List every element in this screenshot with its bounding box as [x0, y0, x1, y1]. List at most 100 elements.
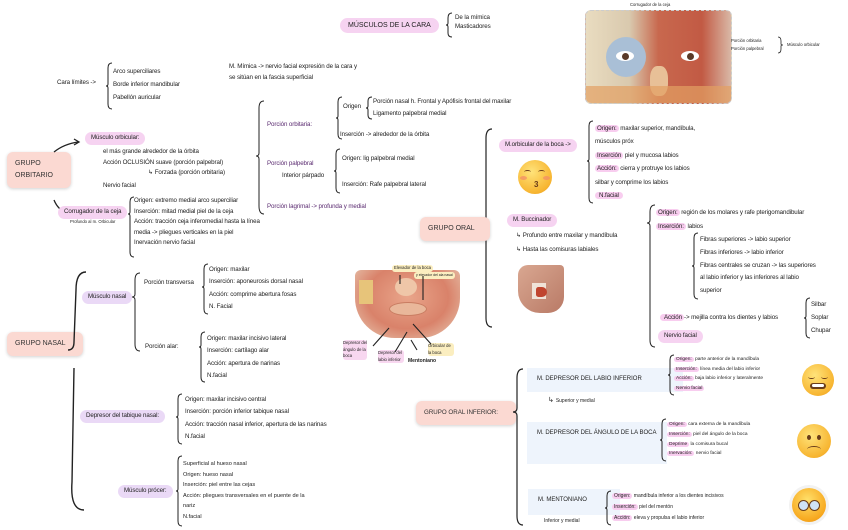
face-muscles-image	[585, 10, 732, 104]
mentoniano-item: Origen: mandíbula inferior a los dientes…	[612, 493, 724, 499]
return-arrow-icon: ↳	[516, 245, 523, 253]
mouth-label-elevador-ala: y elevador del ala nasal	[414, 272, 455, 279]
fat-pad	[359, 280, 373, 304]
mouth-label-elevador: Elevador de la boca	[392, 265, 434, 272]
palpebral-origen: Origen: lig palpebral medial	[342, 155, 415, 162]
orbicular-line: Acción OCLUSIÓN suave (porción palpebral…	[103, 158, 224, 166]
buccinador-image	[518, 265, 564, 313]
fibras-item: Fibras superiores -> labio superior	[700, 236, 791, 243]
corrugador-item: media -> pliegues verticales en la piel	[134, 228, 234, 236]
title-item-mimica: De la mímica	[455, 14, 490, 21]
mouth-label-depresor-labio: Depresor del labio inferior	[378, 350, 404, 363]
depresor-labio-item: Acción: baja labio inferior y lateralmen…	[674, 376, 764, 381]
orbicular-boca-brace	[586, 120, 594, 204]
fibras-list: Fibras superiores -> labio superior Fibr…	[700, 234, 816, 298]
accion-brace	[803, 297, 811, 339]
mouth-label-depresor-angulo: Depresor del ángulo de la boca	[343, 340, 367, 360]
orbitaria-origen-label: Origen	[343, 103, 361, 110]
cara-limite-item: Arco superciliares	[113, 68, 161, 75]
procer-label: Músculo prócer:	[118, 485, 173, 498]
face-label-orbicular: Músculo orbicular	[787, 42, 820, 47]
corrugador-list: Origen: extremo medial arco superciliar …	[134, 196, 260, 249]
corrugador-label: Corrugador de la ceja	[58, 206, 128, 219]
orbitaria-origen-item: Porción nasal h. Frontal y Apófisis fron…	[373, 98, 512, 105]
orbicular-boca-item: músculos próx	[595, 138, 634, 146]
transversa-list: Origen: maxilar Inserción: aponeurosis d…	[209, 264, 303, 313]
palpebral-insercion: Inserción: Rafe palpebral lateral	[342, 181, 427, 188]
emoji-eye	[817, 435, 821, 440]
orbicular-boca-item: silbar y comprime los labios	[595, 178, 669, 186]
mimica-note: M. Mímica -> nervio facial expresión de …	[229, 61, 357, 83]
palpebral-brace	[333, 148, 341, 194]
transversa-item: Inserción: aponeurosis dorsal nasal	[209, 278, 303, 286]
buccinador-note: ↳ Hasta las comisuras labiales	[516, 245, 599, 253]
depresor-tabique-item: Inserción: porción inferior tabique nasa…	[185, 408, 289, 416]
buccinador-insercion: Inserción: labios	[656, 223, 704, 230]
transversa-item: N. Facial	[209, 302, 233, 310]
cheeks	[586, 86, 731, 103]
fibras-item: Fibras inferiores -> labio inferior	[700, 248, 784, 256]
porcion-palpebral-label: Porción palpebral	[267, 160, 314, 167]
depresor-labio-brace	[667, 354, 675, 396]
grupo-oral: GRUPO ORAL	[420, 217, 490, 241]
emoji-mouth	[810, 383, 826, 389]
accion-item: Silbar	[811, 301, 827, 308]
transversa-item: Acción: comprime abertura fosas	[209, 290, 297, 298]
depresor-labio-list: Origen: parte anterior de la mandíbula I…	[674, 355, 763, 393]
fibras-item: al labio inferior y las inferiores al la…	[700, 274, 799, 282]
orbicular-line-forzada: ↳ Forzada (porción orbitaria)	[148, 169, 225, 176]
face-label-corrugador: Corrugador de la ceja	[630, 2, 671, 7]
mentoniano-list: Origen: mandíbula inferior a los dientes…	[612, 491, 724, 523]
alar-label: Porción alar:	[145, 343, 179, 350]
alar-item: N.facial	[207, 371, 227, 379]
eye-right	[681, 51, 699, 61]
depresor-angulo-box: M. DEPRESOR DEL ÁNGULO DE LA BOCA	[527, 422, 667, 464]
depresor-tabique-list: Origen: maxilar incisivo central Inserci…	[185, 394, 327, 443]
procer-item: nariz	[183, 503, 196, 509]
mouth-label-mentoniano: Mentoniano	[408, 358, 437, 364]
orbitaria-origen-brace	[365, 96, 373, 120]
orbicular-boca-item: Inserción piel y mucosa labios	[595, 151, 679, 159]
porcion-orbitaria-label: Porción orbitaria:	[267, 121, 312, 128]
grupo-oral-inferior: GRUPO ORAL INFERIOR:	[416, 401, 516, 425]
depresor-labio-note: ↳ Superior y medial	[548, 397, 595, 404]
transversa-item: Origen: maxilar	[209, 266, 250, 273]
depresor-labio-item: Inserción: línea media del labio inferio…	[674, 366, 761, 372]
alar-item: Inserción: cartílago alar	[207, 347, 269, 355]
orbicular-boca-item: Acción: cierra y protruye los labios	[595, 165, 690, 173]
mentoniano-item: Inserción: piel del mentón	[612, 503, 673, 510]
porcion-palpebral-sub: Interior párpado	[282, 172, 325, 179]
procer-item: Superficial al hueso nasal	[183, 461, 247, 467]
return-arrow-icon: ↳	[516, 232, 523, 239]
main-title: MÚSCULOS DE LA CARA	[340, 18, 439, 33]
buccinador-brace	[646, 204, 656, 348]
eye-left	[616, 51, 634, 61]
depresor-tabique-brace	[175, 393, 183, 445]
emoji-eye	[524, 170, 531, 174]
depresor-labio-box: M. DEPRESOR DEL LABIO INFERIOR	[527, 368, 683, 392]
emoji-mouth	[807, 446, 821, 453]
mentoniano-item: Acción: eleva y propulsa el labio inferi…	[612, 514, 705, 521]
corrugador-item: Origen: extremo medial arco superciliar	[134, 197, 239, 204]
accion-item: Soplar	[811, 314, 829, 321]
emoji-eye	[808, 375, 815, 379]
orbicular-portions-brace	[255, 100, 265, 215]
mouth-label-orbicular: Orbicular de la boca	[428, 343, 454, 356]
alar-list: Origen: maxilar incisivo lateral Inserci…	[207, 333, 286, 382]
orbicular-label: Músculo orbicular:	[85, 132, 146, 145]
emoji-eye	[807, 435, 811, 440]
buccinador-accion: Acción-> mejilla contra los dientes y la…	[660, 313, 778, 324]
transversa-label: Porción transversa	[144, 279, 194, 286]
mentoniano-brace	[604, 490, 612, 526]
return-arrow-icon: ↳	[548, 397, 556, 404]
procer-item: N.facial	[183, 513, 202, 520]
mimica-note-line: se sitúan en la fascia superficial	[229, 74, 313, 81]
mentoniano-box: M. MENTONIANO	[528, 489, 620, 515]
face-label-palpebral: Porción palpebral	[731, 46, 764, 51]
porcion-lagrimal: Porción lagrimal -> profunda y medial	[267, 203, 366, 210]
cara-limite-item: Borde inferior mandibular	[113, 81, 180, 88]
depresor-angulo-brace	[659, 418, 667, 462]
orbitaria-insercion: Inserción -> alrededor de la órbita	[340, 131, 430, 138]
porcion-palpebral: Porción palpebral Interior párpado	[267, 158, 324, 182]
orbitaria-origen-list: Porción nasal h. Frontal y Apófisis fron…	[373, 96, 511, 120]
